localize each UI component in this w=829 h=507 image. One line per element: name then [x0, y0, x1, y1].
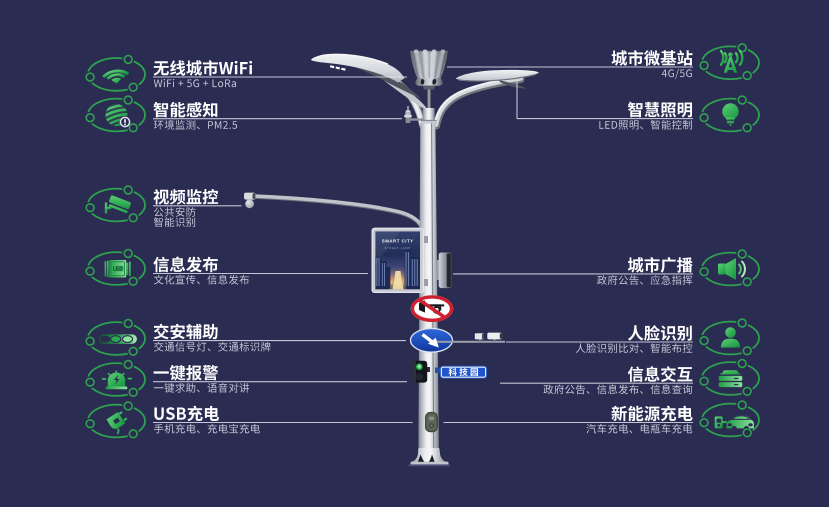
- svg-text:SMART CITY: SMART CITY: [382, 239, 414, 244]
- svg-text:LED: LED: [113, 266, 123, 272]
- svg-text:STREET LAMP: STREET LAMP: [385, 246, 411, 250]
